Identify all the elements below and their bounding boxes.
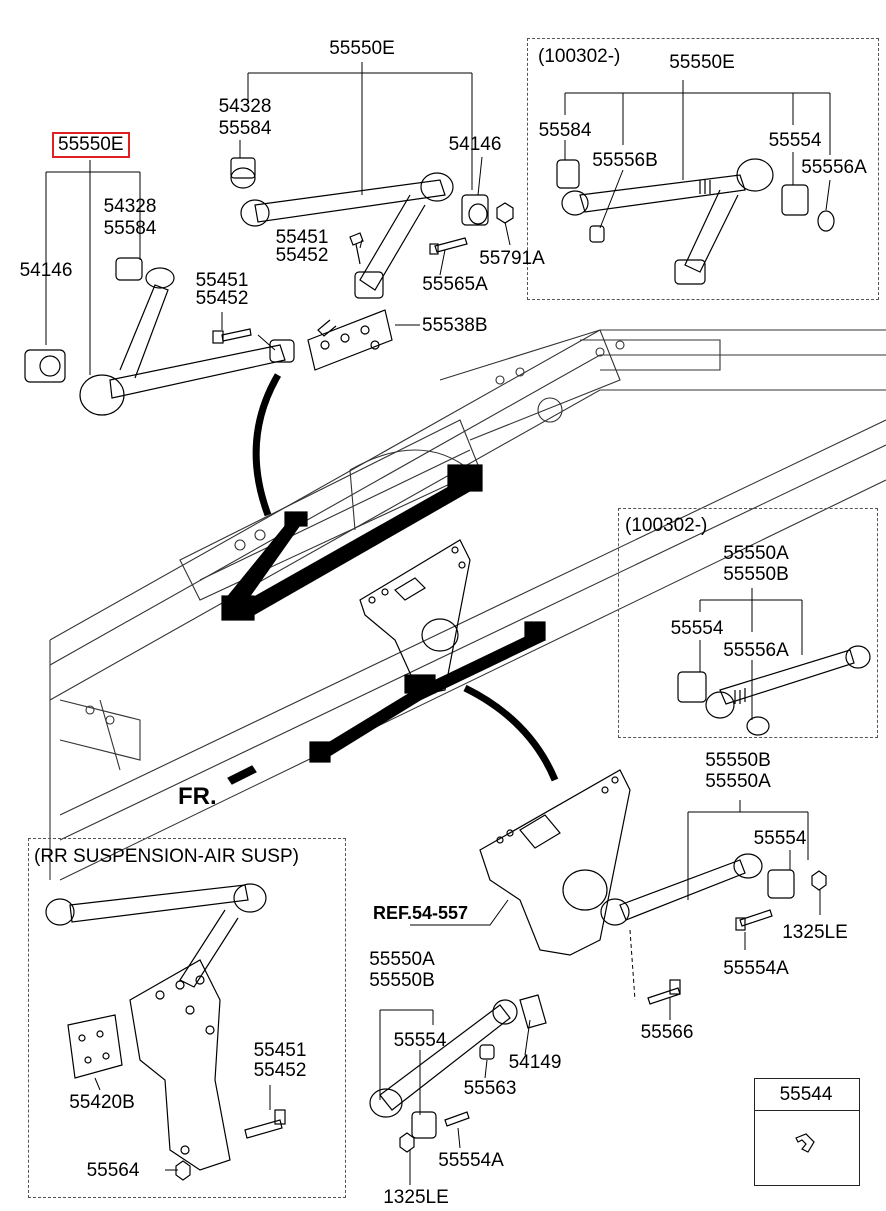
part-label-main-assy[interactable]: 55550E [329,38,395,59]
front-direction-label: FR. [178,783,217,810]
part-label-bottom-55563[interactable]: 55563 [463,1078,517,1099]
part-label-air-55452[interactable]: 55452 [253,1060,307,1081]
top-inset-illustration [556,158,835,285]
part-label-inset-mid-55554[interactable]: 55554 [670,618,724,639]
part-label-inset-mid-55556a[interactable]: 55556A [723,640,789,661]
part-label-left-55584[interactable]: 55584 [103,218,157,239]
swoosh-arrow-upper [252,373,282,517]
lower-right-bracket-illustration [479,769,827,1005]
inset-box-mid [618,508,878,738]
inset-mid-header: (100302-) [625,515,708,536]
part-label-left-55452[interactable]: 55452 [195,288,249,309]
part-label-left-54328[interactable]: 54328 [103,196,157,217]
part-label-lower-right-55554[interactable]: 55554 [753,828,807,849]
inset-top-header: (100302-) [538,46,621,67]
swoosh-arrow-lower [463,684,559,782]
part-label-bolt-55451-top[interactable]: 55451 [275,227,329,248]
part-label-inset-top-55554[interactable]: 55554 [768,130,822,151]
bottom-link-illustration [369,994,547,1153]
fr-arrow-icon [227,765,257,785]
part-label-bottom-55554a[interactable]: 55554A [438,1150,504,1171]
part-label-bottom-54149[interactable]: 54149 [508,1052,562,1073]
part-label-bottom-1325le[interactable]: 1325LE [383,1187,449,1208]
legend-box [754,1078,860,1186]
ref-label[interactable]: REF.54-557 [373,903,469,923]
part-label-inset-top-55556a[interactable]: 55556A [801,157,867,178]
highlighted-part-label[interactable]: 55550E [52,132,130,158]
part-label-bottom-55550b[interactable]: 55550B [369,970,435,991]
part-label-bottom-55550a[interactable]: 55550A [369,949,435,970]
part-label-bushing-54146-top[interactable]: 54146 [448,134,502,155]
leader-lines [45,62,831,1185]
legend-part-label[interactable]: 55544 [779,1084,833,1105]
part-label-plate-55538b[interactable]: 55538B [422,315,488,336]
part-label-lower-right-55550a[interactable]: 55550A [705,771,771,792]
part-label-left-54146[interactable]: 54146 [19,260,73,281]
part-label-inset-top-55556b[interactable]: 55556B [592,150,658,171]
part-label-bolt-55452-top[interactable]: 55452 [275,245,329,266]
part-label-left-55451[interactable]: 55451 [195,270,249,291]
part-label-bushing-54328[interactable]: 54328 [218,96,272,117]
part-label-bolt-55565a[interactable]: 55565A [422,274,488,295]
part-label-bottom-55554[interactable]: 55554 [393,1030,447,1051]
part-label-lower-right-55550b[interactable]: 55550B [705,750,771,771]
upper-v-link-illustration [221,464,483,621]
part-label-air-55420b[interactable]: 55420B [69,1092,135,1113]
legend-box-divider [754,1110,859,1111]
air-susp-illustration [45,883,286,1181]
lower-links-illustration [309,621,546,763]
part-label-bushing-55584[interactable]: 55584 [218,118,272,139]
inset-air-susp-header: (RR SUSPENSION-AIR SUSP) [34,846,299,867]
left-a-arm-illustration [24,257,295,416]
part-label-nut-55791a[interactable]: 55791A [479,248,545,269]
part-label-inset-top-assy[interactable]: 55550E [669,52,735,73]
part-label-air-55451[interactable]: 55451 [253,1040,307,1061]
part-label-inset-mid-55550a[interactable]: 55550A [723,543,789,564]
part-label-inset-mid-55550b[interactable]: 55550B [723,564,789,585]
part-label-air-55564[interactable]: 55564 [86,1160,140,1181]
part-label-inset-top-55584[interactable]: 55584 [538,120,592,141]
inset-box-top [527,38,879,300]
part-label-lower-right-1325le[interactable]: 1325LE [782,922,848,943]
inset-box-air-susp [28,838,346,1198]
part-label-lower-right-55554a[interactable]: 55554A [723,958,789,979]
mid-inset-illustration [677,645,871,736]
upper-a-arm-illustration [230,157,514,371]
part-label-lower-right-55566[interactable]: 55566 [640,1022,694,1043]
